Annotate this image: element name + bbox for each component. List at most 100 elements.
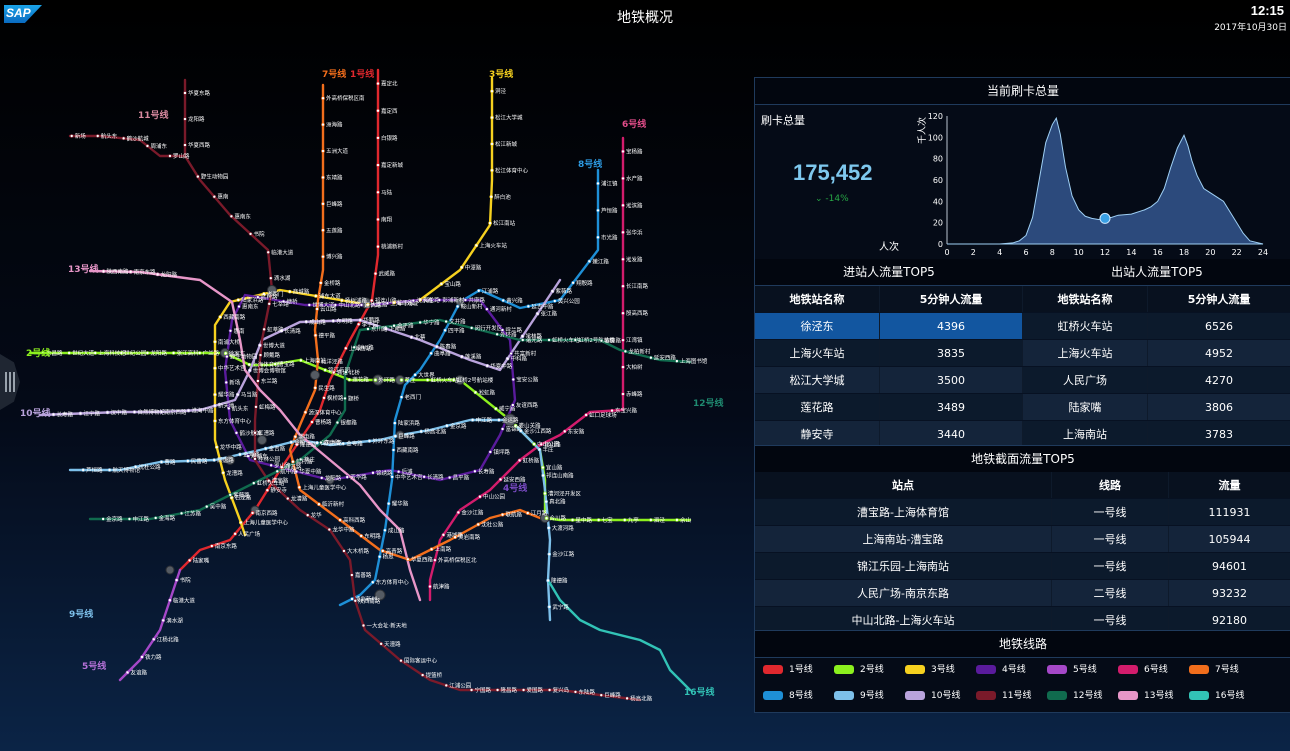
station-label[interactable]: 虹莘路 — [267, 325, 284, 333]
station-label[interactable]: 中潭路 — [465, 263, 482, 271]
station-label[interactable]: 隆德路 — [300, 441, 317, 449]
station-label[interactable]: 长清路 — [427, 473, 444, 481]
station-dot[interactable] — [239, 520, 243, 525]
station-dot[interactable] — [470, 418, 475, 422]
station-label[interactable]: 殷高西路 — [626, 309, 649, 317]
legend-item[interactable]: 10号线 — [905, 688, 960, 701]
station-label[interactable]: 松江大学城 — [495, 114, 523, 122]
station-label[interactable]: 东陆路 — [578, 688, 595, 696]
station-label[interactable]: 金京路 — [106, 515, 123, 523]
station-label[interactable]: 灵岩南路 — [458, 533, 481, 541]
legend-item[interactable]: 9号线 — [834, 688, 884, 701]
station-label[interactable]: 申江路 — [476, 416, 493, 424]
station-label[interactable]: 上海儿童医学中心 — [302, 483, 347, 491]
station-dot[interactable] — [419, 429, 424, 434]
station-dot[interactable] — [319, 440, 323, 445]
station-dot[interactable] — [547, 338, 551, 342]
station-dot[interactable] — [151, 637, 156, 642]
station-dot[interactable] — [321, 175, 325, 180]
station-label[interactable]: 锦江乐园 — [328, 366, 351, 374]
line-name-label[interactable]: 1号线 — [350, 68, 374, 80]
station-dot[interactable] — [511, 377, 516, 382]
station-label[interactable]: 延长路 — [364, 301, 381, 309]
station-dot[interactable] — [500, 328, 505, 332]
station-dot[interactable] — [434, 344, 439, 349]
station-dot[interactable] — [621, 311, 625, 315]
station-dot[interactable] — [310, 420, 314, 424]
station-dot[interactable] — [212, 458, 216, 462]
station-dot[interactable] — [488, 450, 493, 454]
station-dot[interactable] — [128, 270, 133, 274]
station-dot[interactable] — [547, 552, 552, 556]
station-dot[interactable] — [214, 445, 219, 449]
station-dot[interactable] — [490, 168, 494, 173]
station-label[interactable]: 金桥 — [294, 438, 306, 446]
station-label[interactable]: 金海路 — [243, 450, 260, 458]
station-dot[interactable] — [345, 475, 350, 479]
station-dot[interactable] — [335, 420, 340, 425]
station-label[interactable]: 塘桥 — [287, 297, 299, 305]
station-label[interactable]: 翔殷路 — [576, 279, 593, 287]
station-label[interactable]: 老西门 — [405, 393, 422, 401]
station-label[interactable]: 长寿路 — [56, 410, 73, 418]
legend-item[interactable]: 12号线 — [1047, 688, 1102, 701]
station-dot[interactable] — [587, 259, 592, 264]
station-dot[interactable] — [186, 459, 190, 463]
station-label[interactable]: 上海西站 — [349, 344, 372, 352]
station-label[interactable]: 松江体育中心 — [495, 166, 529, 174]
station-dot[interactable] — [497, 418, 501, 422]
station-label[interactable]: 杨树浦路 — [345, 296, 368, 304]
station-label[interactable]: 嘉定西 — [381, 107, 398, 115]
station-label[interactable]: 淞发路 — [626, 255, 643, 263]
station-dot[interactable] — [344, 346, 348, 351]
station-label[interactable]: 漕宝路 — [278, 360, 295, 368]
station-label[interactable]: 世博大道 — [263, 341, 286, 349]
station-dot[interactable] — [535, 311, 540, 316]
station-dot[interactable] — [596, 181, 600, 186]
station-label[interactable]: 上海马戏城 — [390, 299, 418, 307]
station-label[interactable]: 凌兆新村 — [355, 595, 378, 603]
station-label[interactable]: 南京东路 — [215, 542, 238, 550]
station-dot[interactable] — [228, 493, 233, 497]
station-label[interactable]: 宁国路 — [475, 686, 492, 694]
station-dot[interactable] — [367, 439, 372, 443]
station-label[interactable]: 世纪大道 — [72, 349, 95, 357]
station-label[interactable]: 友谊路 — [131, 668, 148, 676]
station-label[interactable]: 马当路 — [241, 391, 258, 399]
station-dot[interactable] — [250, 511, 255, 515]
station-dot[interactable] — [186, 408, 191, 413]
line-name-label[interactable]: 9号线 — [69, 608, 93, 620]
station-label[interactable]: 隆德路 — [551, 576, 568, 584]
station-dot[interactable] — [532, 442, 536, 446]
station-label[interactable]: 云山路 — [320, 305, 337, 313]
station-label[interactable]: 金京路 — [450, 422, 467, 430]
station-dot[interactable] — [562, 429, 567, 434]
station-label[interactable]: 广兰路 — [203, 349, 220, 357]
station-label[interactable]: 莲花路 — [352, 376, 369, 384]
station-dot[interactable] — [107, 468, 112, 472]
station-label[interactable]: 陆家浜路 — [398, 419, 421, 427]
station-dot[interactable] — [392, 300, 396, 305]
station-dot[interactable] — [385, 301, 390, 306]
station-label[interactable]: 大木桥路 — [347, 547, 370, 555]
station-label[interactable]: 大渡河路 — [552, 524, 575, 532]
station-label[interactable]: 龙华中路 — [220, 443, 243, 451]
station-label[interactable]: 鹤沙航城 — [239, 429, 262, 437]
station-dot[interactable] — [550, 289, 555, 294]
station-label[interactable]: 金平路 — [397, 322, 414, 330]
station-dot[interactable] — [347, 377, 352, 382]
station-dot[interactable] — [342, 549, 346, 553]
station-dot[interactable] — [610, 408, 614, 413]
station-dot[interactable] — [316, 359, 320, 364]
station-label[interactable]: 野生动物园 — [201, 173, 229, 181]
station-label[interactable]: 顾戴路 — [263, 351, 280, 359]
station-dot[interactable] — [361, 623, 366, 628]
station-dot[interactable] — [621, 257, 625, 262]
station-label[interactable]: 江苏路 — [185, 509, 202, 517]
station-dot[interactable] — [537, 447, 542, 452]
station-dot[interactable] — [321, 96, 325, 101]
station-label[interactable]: 海伦路 — [423, 296, 440, 304]
station-label[interactable]: 共康路 — [468, 296, 485, 304]
station-dot[interactable] — [358, 318, 363, 322]
